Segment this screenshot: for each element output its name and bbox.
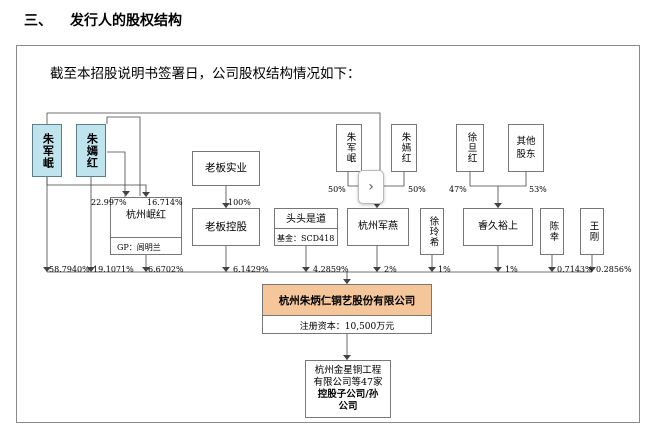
laoban-konggu-label: 老板控股 <box>205 220 247 233</box>
pct-shiye-konggu: 100% <box>228 198 251 207</box>
subs-line4: 公司 <box>338 400 358 412</box>
issuer-capital: 注册资本：10,500万元 <box>299 321 395 332</box>
junyan-label: 杭州军燕 <box>358 221 398 233</box>
section-heading: 三、 发行人的股权结构 <box>24 10 182 30</box>
shareholder-chunjiuyu: 睿久裕上 <box>463 208 533 246</box>
pct-xulingxi-issuer: 1% <box>438 265 451 274</box>
shareholder-chenxing: 陈幸 <box>540 208 564 255</box>
shareholder-laoban-konggu: 老板控股 <box>192 208 260 246</box>
pct-minhong-issuer: 6.6702% <box>148 265 184 274</box>
shareholder-wanggang: 王刚 <box>580 208 604 255</box>
subs-line1: 杭州金星铜工程 <box>314 365 382 377</box>
connector-zjm-junyan <box>46 112 381 196</box>
shareholder-toutou: 头头是道 <box>274 208 338 246</box>
chenxing-label: 陈幸 <box>547 221 559 242</box>
section-title: 发行人的股权结构 <box>70 13 182 29</box>
shareholder-minhong: 杭州岷红 <box>110 197 182 255</box>
chunjiuyu-label: 睿久裕上 <box>478 221 518 233</box>
chart-frame <box>16 45 640 423</box>
shareholder-xudanhong: 徐旦红 <box>456 124 484 172</box>
connector-zyh-minhong <box>107 151 126 197</box>
pct-zjm-junyan: 50% <box>328 185 346 194</box>
xudanhong-label: 徐旦红 <box>465 132 477 164</box>
shareholder-qita: 其他股东 <box>508 124 544 172</box>
intro-text: 截至本招股说明书签署日，公司股权结构情况如下： <box>50 66 361 82</box>
shareholder-jy-zhuyanhong: 朱嫣红 <box>391 124 417 172</box>
connector-zjm-minhong <box>46 177 147 197</box>
pct-zjm-issuer: 58.7940% <box>49 265 90 274</box>
shareholder-minhong-label: 杭州岷红 <box>126 210 166 221</box>
shareholder-jy-zhujunmin: 朱军岷 <box>336 124 362 172</box>
shareholder-zhuyanhong-label: 朱嫣红 <box>85 132 99 169</box>
qita-label: 其他股东 <box>516 135 536 160</box>
pct-junyan-issuer: 2% <box>384 265 397 274</box>
pct-zyh-issuer: 19.1071% <box>93 265 134 274</box>
jy-zhujunmin-label: 朱军岷 <box>344 132 356 164</box>
pct-qita-chun: 53% <box>529 185 547 194</box>
pct-chenxing-issuer: 0.7143% <box>557 265 593 274</box>
connector-zyh-loop <box>106 116 141 196</box>
shareholder-laoban-shiye: 老板实业 <box>192 151 260 186</box>
section-number: 三、 <box>24 13 52 29</box>
toutou-fund: 基金：SCD418 <box>277 234 335 243</box>
minhong-gp: GP：闾明兰 <box>117 243 161 252</box>
next-arrow-button[interactable]: › <box>358 170 384 204</box>
wanggang-label: 王刚 <box>587 221 599 242</box>
issuer-box: 杭州朱炳仁铜艺股份有限公司 注册资本：10,500万元 <box>262 284 432 334</box>
pct-wanggang-issuer: 0.2856% <box>596 265 632 274</box>
pct-toutou-issuer: 4.2859% <box>313 265 349 274</box>
chevron-right-icon: › <box>368 179 374 195</box>
subsidiaries-box: 杭州金星铜工程 有限公司等47家 控股子公司/孙 公司 <box>305 360 391 418</box>
issuer-name: 杭州朱炳仁铜艺股份有限公司 <box>263 285 431 316</box>
jy-zhuyanhong-label: 朱嫣红 <box>399 132 411 164</box>
toutou-label: 头头是道 <box>286 214 326 225</box>
connector-chun-parents <box>469 172 527 187</box>
subs-line2: 有限公司等47家 <box>313 377 383 389</box>
xulingxi-label: 徐玲希 <box>427 215 439 248</box>
pct-xu-chun: 47% <box>449 185 467 194</box>
shareholder-xulingxi: 徐玲希 <box>420 208 444 255</box>
pct-zjm-minhong: 16.714% <box>147 198 183 207</box>
pct-chun-issuer: 1% <box>505 265 518 274</box>
shareholder-zhujunmin: 朱军岷 <box>32 124 62 177</box>
shareholder-zhuyanhong: 朱嫣红 <box>76 124 106 177</box>
shareholder-zhujunmin-label: 朱军岷 <box>41 132 55 169</box>
pct-konggu-issuer: 6.1429% <box>233 265 269 274</box>
laoban-shiye-label: 老板实业 <box>205 162 247 175</box>
pct-zyh-junyan: 50% <box>408 185 426 194</box>
pct-zyh-minhong: 22.997% <box>91 198 127 207</box>
subs-line3: 控股子公司/孙 <box>317 389 379 400</box>
shareholder-junyan: 杭州军燕 <box>347 208 409 246</box>
